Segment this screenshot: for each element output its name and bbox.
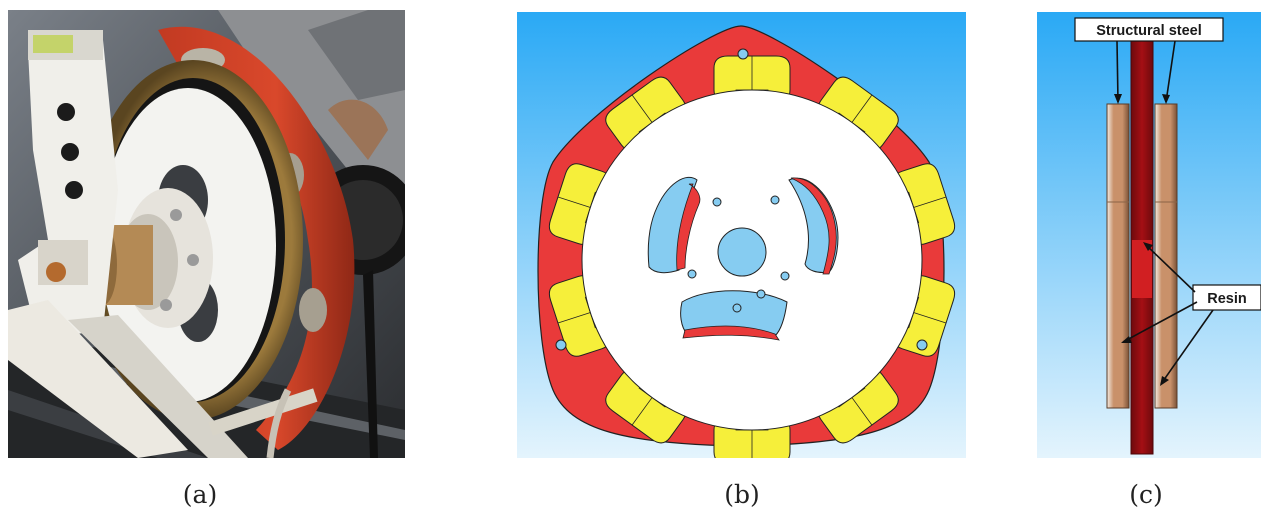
steel-plate-left — [1106, 103, 1130, 409]
mount-hole-right — [916, 339, 928, 351]
test-bench-photo — [8, 10, 405, 458]
mount-hole-top — [737, 48, 749, 60]
steel-label-box — [1074, 17, 1224, 42]
bolt-hole-3 — [687, 269, 697, 279]
bolt-hole-5 — [732, 303, 742, 313]
mount-hole-left — [555, 339, 567, 351]
cutout-left-edge — [676, 183, 701, 271]
caption-a: (a) — [182, 480, 218, 509]
cutout-right-edge — [790, 177, 837, 275]
center-bore — [717, 227, 767, 277]
cad-side-view-panel: Structural steel Resin — [1037, 12, 1261, 458]
bolt-hole-2 — [770, 195, 780, 205]
caption-c: (c) — [1129, 480, 1163, 509]
cad-side-view: Structural steel Resin — [1037, 12, 1261, 458]
cad-front-view — [517, 12, 966, 458]
photo-panel — [8, 10, 405, 458]
cad-front-view-panel — [517, 12, 966, 458]
resin-label: Resin — [1207, 291, 1247, 307]
disk-cutouts — [647, 176, 839, 341]
bolt-hole-4 — [780, 271, 790, 281]
bolt-hole-1 — [712, 197, 722, 207]
cutout-bottom-edge — [682, 325, 780, 341]
steel-label: Structural steel — [1096, 23, 1202, 39]
bolt-hole-6 — [756, 289, 766, 299]
caption-b: (b) — [724, 480, 760, 509]
resin-center-hub — [1132, 240, 1152, 298]
resin-label-box — [1192, 284, 1261, 311]
